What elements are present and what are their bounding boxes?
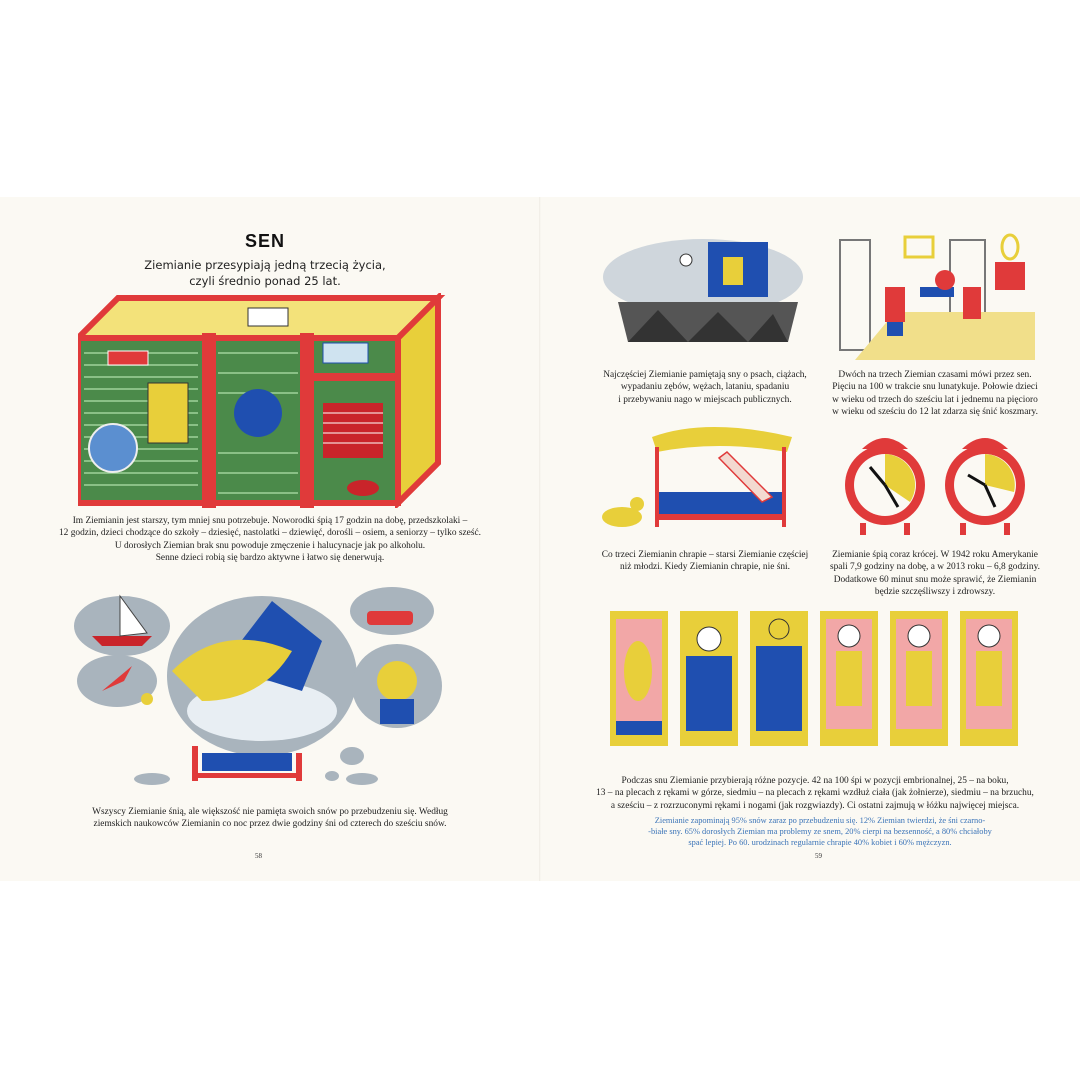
page-subtitle: Ziemianie przesypiają jedną trzecią życi… (140, 257, 390, 289)
snoring-caption: Co trzeci Ziemianin chrapie – starsi Zie… (585, 549, 825, 574)
text-line: Najczęściej Ziemianie pamiętają sny o ps… (603, 370, 807, 380)
note-line: Ziemianie zapominają 95% snów zaraz po p… (654, 816, 986, 825)
text-line: a sześciu – z rozrzuconymi rękami i noga… (610, 800, 1020, 811)
dreams-caption: Najczęściej Ziemianie pamiętają sny o ps… (585, 369, 825, 406)
text-line: Dodatkowe 60 minut snu może sprawić, że … (833, 574, 1037, 585)
text-line: Senne dzieci robią się bardzo aktywne i … (155, 553, 385, 564)
sleep-duration-caption: Ziemianie śpią coraz krócej. W 1942 roku… (818, 549, 1052, 599)
text-line: 13 – na plecach z rękami w górze, siedmi… (596, 788, 1034, 799)
sleepwalking-illustration (835, 232, 1035, 360)
page-number-left: 58 (255, 852, 262, 860)
text-line: będzie szczęśliwszy i zdrowszy. (874, 587, 996, 598)
snoring-bed-illustration (602, 427, 792, 527)
text-line: wypadaniu zębów, wężach, lataniu, spadan… (620, 382, 790, 393)
note-line: spać lepiej. Po 60. urodzinach regularni… (688, 838, 952, 847)
text-line: Im Ziemianin jest starszy, tym mniej snu… (72, 516, 468, 526)
sleep-positions-caption: Podczas snu Ziemianie przybierają różne … (560, 775, 1070, 812)
text-line: Ziemianie śpią coraz krócej. W 1942 roku… (832, 550, 1038, 560)
facts-note: Ziemianie zapominają 95% snów zaraz po p… (610, 815, 1030, 848)
subtitle-line: czyli średnio ponad 25 lat. (189, 274, 341, 288)
bed-stomach (890, 611, 948, 746)
alarm-clock-icon (945, 438, 1025, 535)
text-line: w wieku od sześciu do 12 lat zdarza się … (832, 407, 1038, 418)
sleeptalk-caption: Dwóch na trzech Ziemian czasami mówi prz… (818, 369, 1052, 419)
text-line: U dorosłych Ziemian brak snu powoduje zm… (114, 540, 426, 551)
text-line: w wieku od trzech do sześciu lat i jedne… (832, 394, 1038, 405)
alarm-clocks-illustration (845, 438, 1025, 535)
sleep-positions-illustration (610, 611, 1018, 746)
bed-starfish (960, 611, 1018, 746)
bed-arms-up (750, 611, 808, 746)
text-line: niż młodzi. Kiedy Ziemianin chrapie, nie… (619, 562, 790, 573)
text-line: 12 godzin, dzieci chodzące do szkoły – d… (58, 528, 481, 539)
text-line: spali 7,9 godziny na dobę, a w 2013 roku… (829, 562, 1041, 573)
text-line: Podczas snu Ziemianie przybierają różne … (621, 776, 1009, 786)
text-line: Co trzeci Ziemianin chrapie – starsi Zie… (601, 550, 809, 560)
page-title: SEN (245, 231, 286, 251)
text-line: Wszyscy Ziemianie śnią, ale większość ni… (92, 807, 448, 817)
subtitle-line: Ziemianie przesypiają jedną trzecią życi… (144, 258, 386, 272)
book-spread: SEN Ziemianie przesypiają jedną trzecią … (0, 197, 1080, 881)
dream-fall-illustration (603, 239, 803, 342)
text-line: Dwóch na trzech Ziemian czasami mówi prz… (838, 370, 1032, 380)
note-line: -białe sny. 65% dorosłych Ziemian ma pro… (648, 827, 992, 836)
text-line: ziemskich naukowców Ziemianin co noc prz… (93, 819, 447, 830)
text-line: Pięciu na 100 w trakcie snu lunatykuje. … (832, 382, 1038, 393)
page-number-right: 59 (815, 852, 822, 860)
text-line: i przebywaniu nago w miejscach publiczny… (618, 394, 792, 405)
dreaming-paragraph: Wszyscy Ziemianie śnią, ale większość ni… (60, 806, 480, 831)
sleep-needs-paragraph: Im Ziemianin jest starszy, tym mniej snu… (40, 515, 500, 565)
dream-clouds-illustration (74, 587, 442, 785)
bed-soldier (820, 611, 878, 746)
book-gutter (539, 197, 541, 881)
bed-embryonic (610, 611, 668, 746)
house-illustration (78, 293, 446, 508)
bed-side (680, 611, 738, 746)
alarm-clock-icon (845, 438, 925, 535)
